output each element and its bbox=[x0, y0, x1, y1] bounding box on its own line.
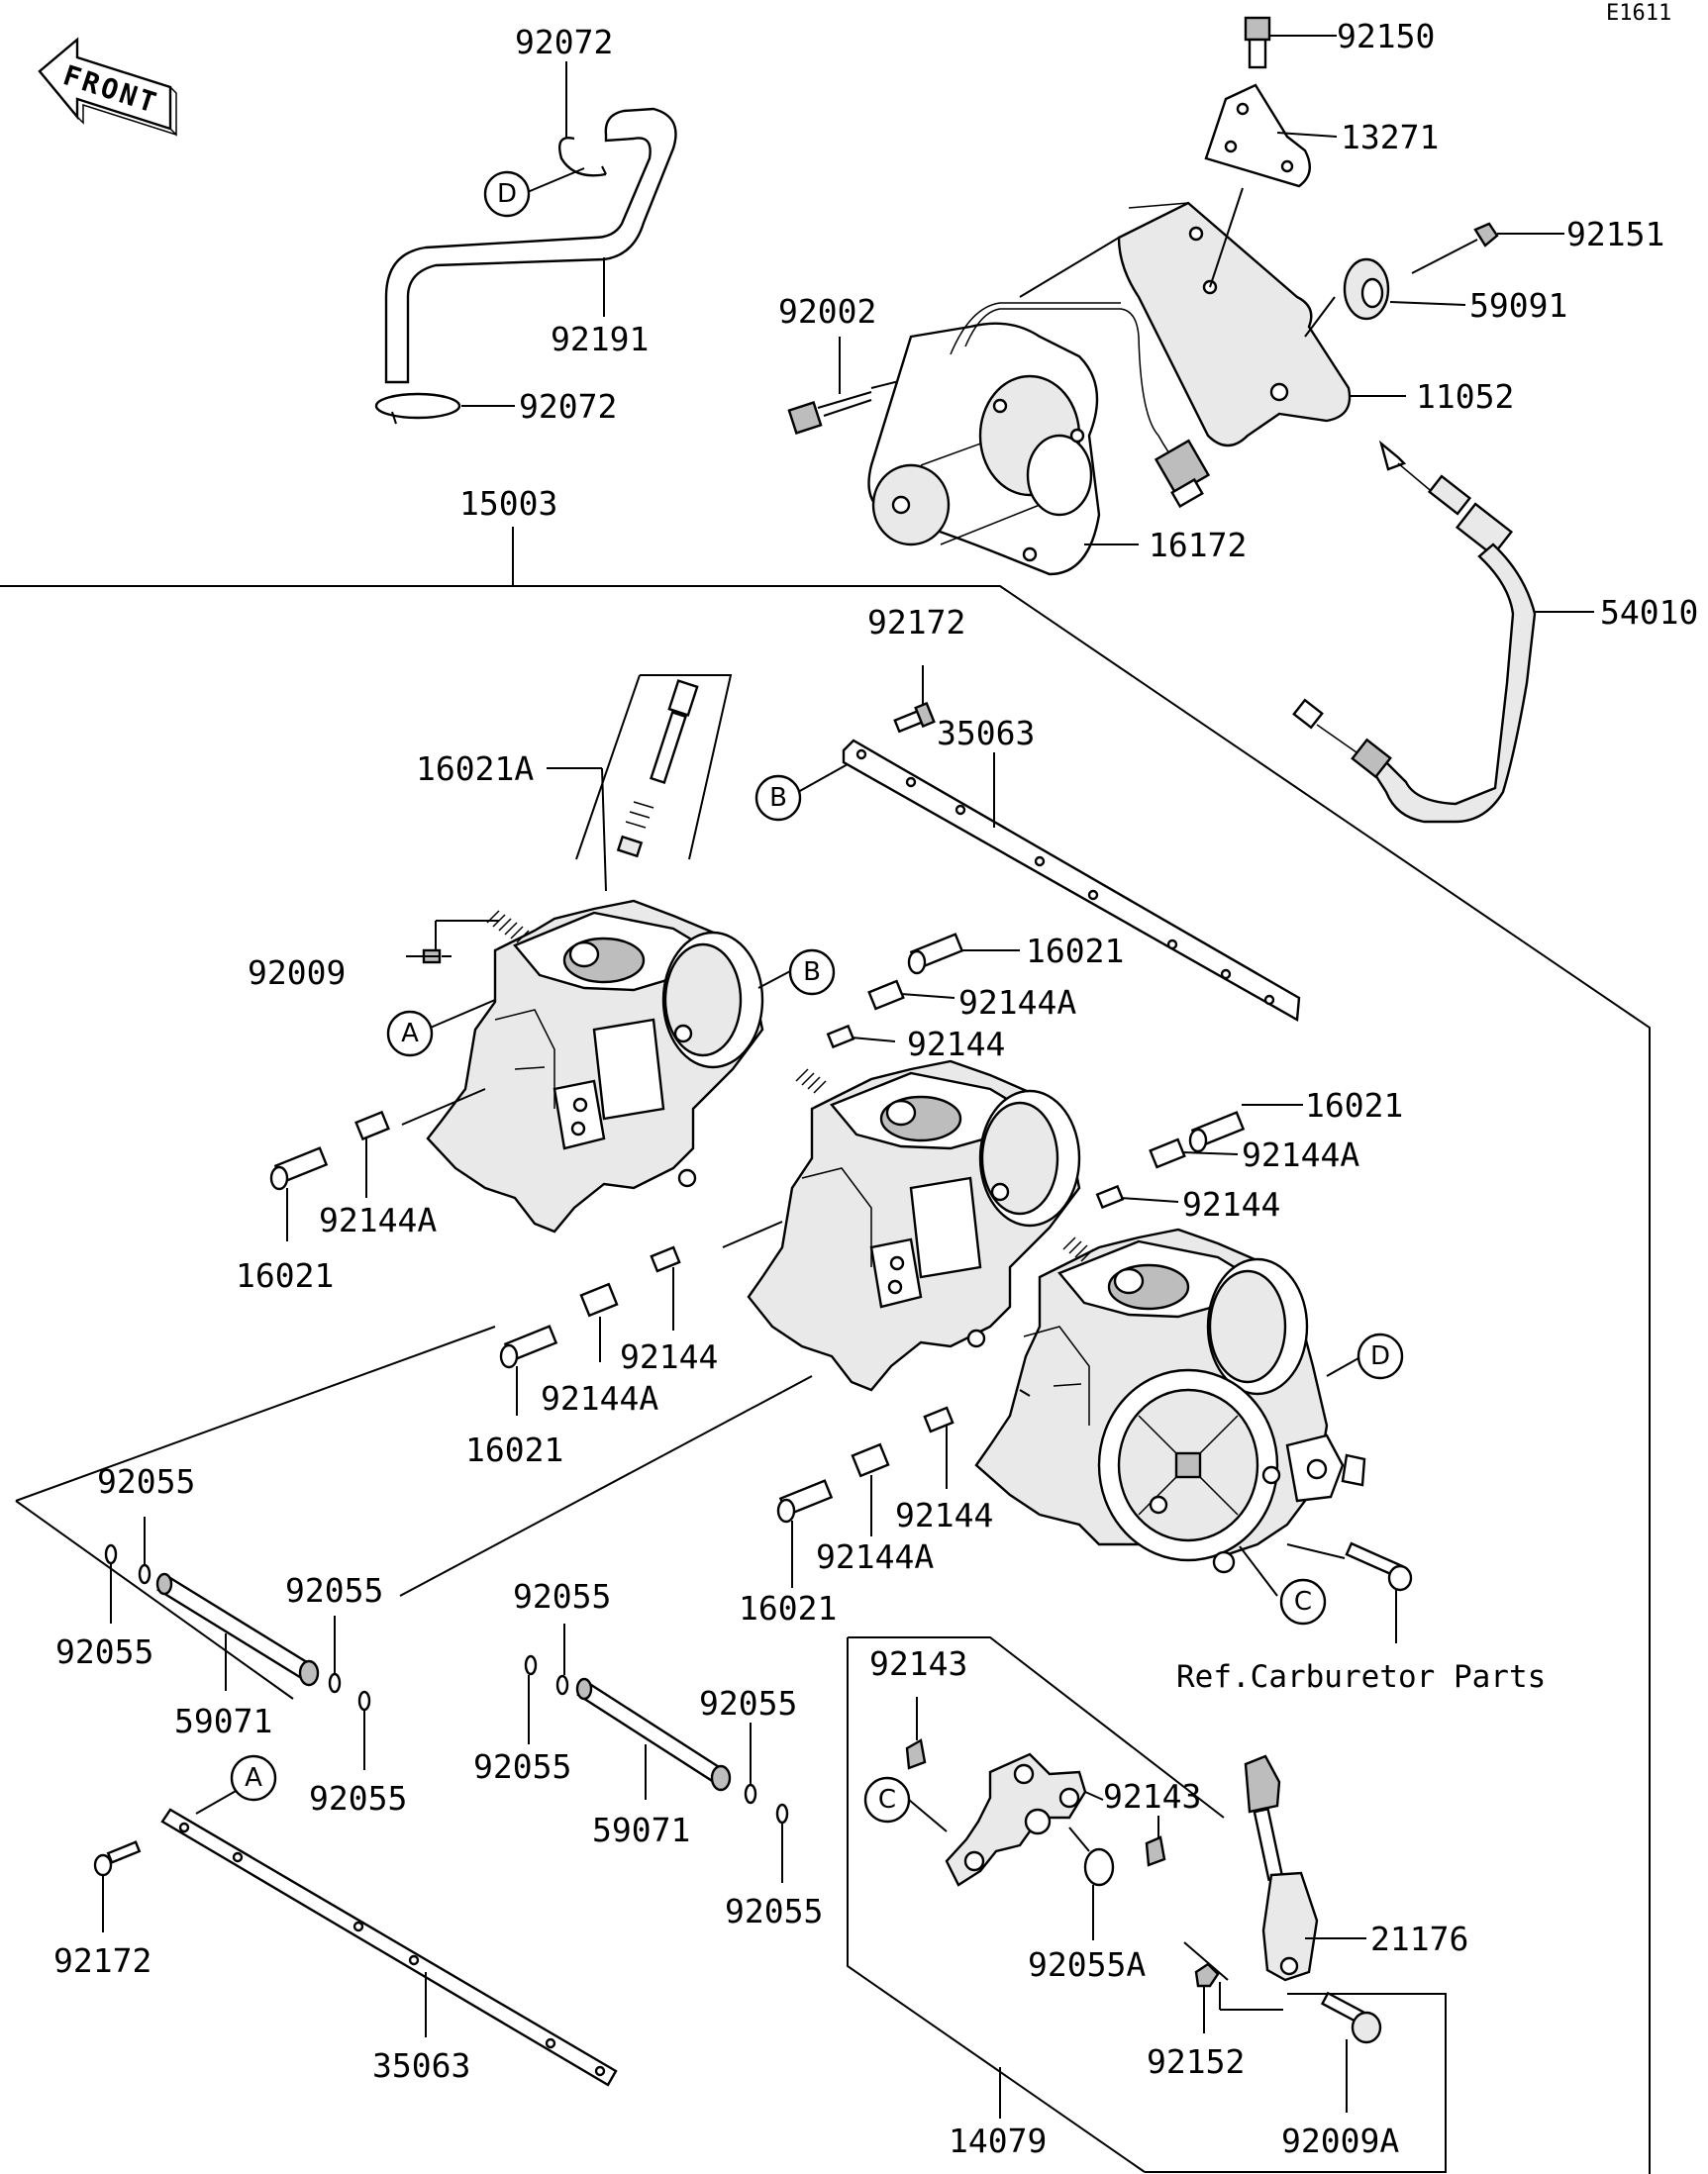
part-label-16021-c3: 16021 bbox=[739, 1589, 837, 1628]
part-label-59071-right: 59071 bbox=[592, 1811, 690, 1849]
part-label-35063-bottom: 35063 bbox=[372, 2046, 470, 2085]
part-label-92144A-c1-top: 92144A bbox=[958, 983, 1076, 1022]
svg-text:D: D bbox=[1370, 1341, 1390, 1371]
part-label-92144-c2-top: 92144 bbox=[1182, 1185, 1280, 1224]
shaft-right bbox=[524, 1624, 789, 1883]
part-label-92143-1: 92143 bbox=[869, 1644, 967, 1683]
callout-b-carb: B bbox=[788, 948, 836, 996]
part-label-92055-2: 92055 bbox=[55, 1632, 153, 1671]
part-label-16021A: 16021A bbox=[416, 749, 534, 788]
part-label-92144A-c1: 92144A bbox=[319, 1201, 437, 1239]
part-label-92055-7: 92055 bbox=[699, 1684, 797, 1723]
part-label-92144-c1-top: 92144 bbox=[907, 1025, 1005, 1063]
part-label-92144-c3: 92144 bbox=[895, 1496, 993, 1534]
svg-text:A: A bbox=[401, 1019, 419, 1048]
part-label-92072-top: 92072 bbox=[515, 23, 613, 61]
carburetor-2 bbox=[722, 1059, 1081, 1392]
callout-c-carb: C bbox=[1279, 1578, 1327, 1626]
hose-assembly bbox=[374, 61, 677, 425]
part-label-92150: 92150 bbox=[1337, 17, 1435, 55]
part-label-92055-6: 92055 bbox=[473, 1747, 571, 1786]
pilot-kit bbox=[547, 674, 733, 892]
reference-note: Ref.Carburetor Parts bbox=[1176, 1659, 1546, 1695]
part-label-92151: 92151 bbox=[1566, 215, 1664, 253]
part-label-54010: 54010 bbox=[1600, 593, 1698, 632]
adjust-screws-3 bbox=[776, 1406, 954, 1588]
part-label-14079: 14079 bbox=[949, 2122, 1047, 2160]
part-label-16021-c2-top: 16021 bbox=[1305, 1086, 1403, 1125]
assembly-boundary bbox=[0, 527, 1651, 2174]
svg-text:D: D bbox=[497, 179, 517, 209]
part-label-92144A-c2: 92144A bbox=[541, 1379, 658, 1418]
part-label-16021-c1-top: 16021 bbox=[1026, 932, 1124, 970]
part-label-15003: 15003 bbox=[459, 484, 557, 523]
part-label-92172-top: 92172 bbox=[867, 603, 965, 642]
callout-c-kit: C bbox=[863, 1776, 911, 1824]
part-label-92002: 92002 bbox=[778, 292, 876, 331]
part-label-16021-c2: 16021 bbox=[465, 1431, 563, 1469]
part-label-92009: 92009 bbox=[248, 953, 346, 992]
svg-text:B: B bbox=[769, 783, 787, 813]
part-label-35063-top: 35063 bbox=[937, 714, 1035, 752]
part-label-92144A-c3: 92144A bbox=[816, 1537, 934, 1576]
svg-text:C: C bbox=[1294, 1587, 1312, 1617]
part-label-13271: 13271 bbox=[1341, 118, 1439, 156]
part-label-92143-2: 92143 bbox=[1103, 1777, 1201, 1816]
part-label-59071-left: 59071 bbox=[174, 1702, 272, 1740]
adjust-screws-1 bbox=[269, 933, 1020, 1241]
link-bar-bottom bbox=[93, 1789, 618, 2087]
callout-d-carb: D bbox=[1356, 1333, 1404, 1380]
part-label-16172: 16172 bbox=[1149, 526, 1247, 564]
part-label-92055-8: 92055 bbox=[725, 1892, 823, 1930]
part-label-92055-3: 92055 bbox=[285, 1571, 383, 1610]
part-label-92055-5: 92055 bbox=[513, 1577, 611, 1616]
svg-text:B: B bbox=[803, 957, 821, 987]
part-label-92152: 92152 bbox=[1147, 2042, 1245, 2081]
part-label-92144-c2: 92144 bbox=[620, 1337, 718, 1376]
part-label-92172-bottom: 92172 bbox=[53, 1941, 151, 1980]
svg-text:C: C bbox=[878, 1785, 896, 1815]
part-label-92191: 92191 bbox=[551, 320, 649, 358]
carburetor-1 bbox=[401, 899, 793, 1234]
part-label-92055-1: 92055 bbox=[97, 1462, 195, 1501]
part-label-16021-c1: 16021 bbox=[236, 1256, 334, 1295]
part-label-92072-bottom: 92072 bbox=[519, 387, 617, 426]
carburetor-3 bbox=[974, 1228, 1413, 1643]
adjust-screws-2 bbox=[499, 1104, 1303, 1416]
front-arrow-icon: FRONT bbox=[38, 37, 177, 137]
actuator-assembly bbox=[787, 16, 1594, 824]
callout-b-top: B bbox=[754, 774, 802, 822]
part-label-21176: 21176 bbox=[1370, 1920, 1468, 1958]
part-label-92055A: 92055A bbox=[1028, 1945, 1146, 1984]
callout-a-bar: A bbox=[230, 1754, 277, 1802]
callout-d-top: D bbox=[483, 170, 531, 218]
part-label-92055-4: 92055 bbox=[309, 1779, 407, 1818]
shaft-left bbox=[104, 1517, 371, 1770]
svg-text:A: A bbox=[245, 1763, 262, 1793]
part-label-59091: 59091 bbox=[1469, 286, 1567, 325]
part-label-92144A-c2-top: 92144A bbox=[1242, 1136, 1359, 1174]
part-label-11052: 11052 bbox=[1416, 377, 1514, 416]
part-label-92009A: 92009A bbox=[1281, 2122, 1399, 2160]
link-bar-top bbox=[797, 665, 1301, 1022]
callout-a-carb: A bbox=[386, 1010, 434, 1057]
sensor-kit bbox=[847, 1636, 1447, 2173]
diagram-code: E1611 bbox=[1606, 1, 1671, 26]
